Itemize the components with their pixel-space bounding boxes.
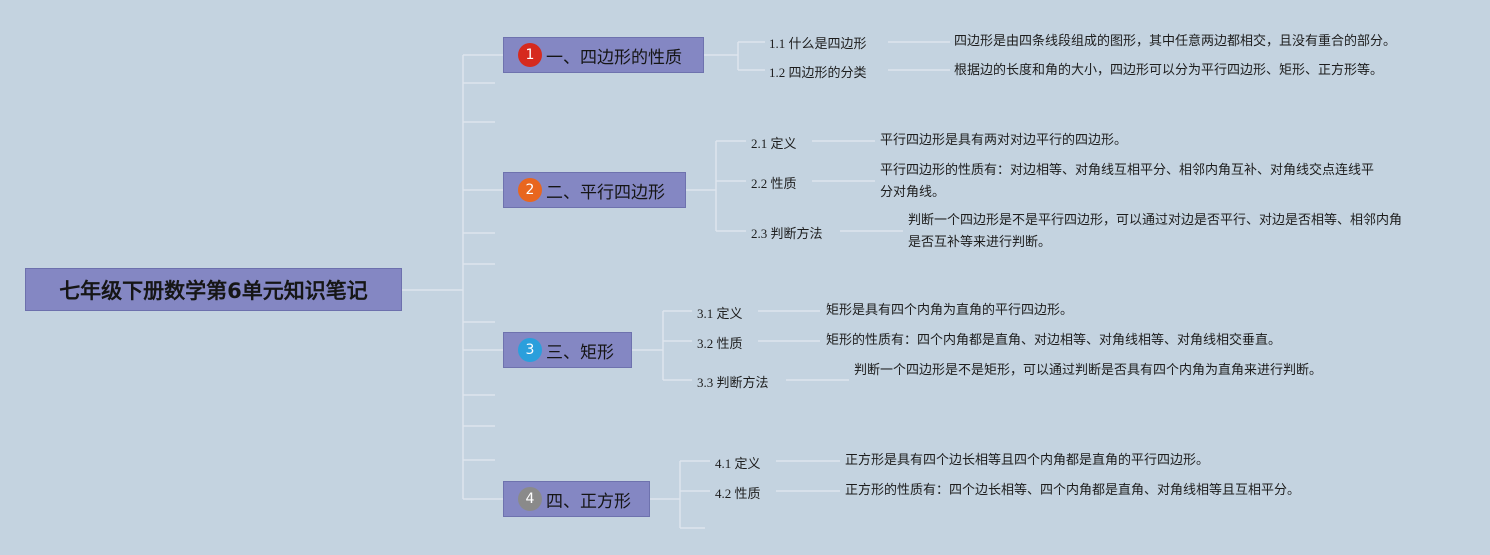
number-badge-icon: 1 <box>518 43 542 67</box>
desc-2-2: 平行四边形的性质有：对边相等、对角线互相平分、相邻内角互补、对角线交点连线平分对… <box>880 163 1375 200</box>
subtopic-1-2[interactable]: 1.2 四边形的分类 <box>769 65 867 80</box>
root-node[interactable]: 七年级下册数学第6单元知识笔记 <box>25 268 402 311</box>
topic-node-1[interactable]: 1 一、四边形的性质 <box>503 37 704 73</box>
topic-title: 一、四边形的性质 <box>546 47 682 68</box>
topic-title: 三、矩形 <box>546 342 614 363</box>
topic-3-branch <box>632 310 692 381</box>
number-badge-icon: 3 <box>518 338 542 362</box>
desc-3-2: 矩形的性质有：四个内角都是直角、对边相等、对角线相等、对角线相交垂直。 <box>826 333 1282 348</box>
desc-4-2: 正方形的性质有：四个边长相等、四个内角都是直角、对角线相等且互相平分。 <box>845 483 1301 498</box>
topic-2-branch <box>686 140 746 232</box>
trunk-stub <box>463 82 495 461</box>
number-badge-icon: 4 <box>518 487 542 511</box>
desc-3-1: 矩形是具有四个内角为直角的平行四边形。 <box>826 303 1074 318</box>
topic-title: 四、正方形 <box>546 491 631 512</box>
topic-node-3[interactable]: 3 三、矩形 <box>503 332 632 368</box>
desc-2-1: 平行四边形是具有两对对边平行的四边形。 <box>880 133 1128 148</box>
subtopic-4-1[interactable]: 4.1 定义 <box>715 456 761 471</box>
desc-3-3: 判断一个四边形是不是矩形，可以通过判断是否具有四个内角为直角来进行判断。 <box>854 363 1323 378</box>
subtopic-2-1[interactable]: 2.1 定义 <box>751 136 797 151</box>
topic-title: 二、平行四边形 <box>546 182 665 203</box>
subtopic-2-2[interactable]: 2.2 性质 <box>751 176 797 191</box>
root-title: 七年级下册数学第6单元知识笔记 <box>59 278 368 303</box>
number-badge-icon: 2 <box>518 178 542 202</box>
topic-1-branch <box>704 41 765 71</box>
desc-1-2: 根据边的长度和角的大小，四边形可以分为平行四边形、矩形、正方形等。 <box>954 63 1384 78</box>
subtopic-1-1[interactable]: 1.1 什么是四边形 <box>769 36 867 51</box>
topic-node-4[interactable]: 4 四、正方形 <box>503 481 650 517</box>
desc-1-1: 四边形是由四条线段组成的图形，其中任意两边都相交，且没有重合的部分。 <box>954 34 1397 49</box>
subtopic-2-3[interactable]: 2.3 判断方法 <box>751 226 823 241</box>
topic-4-branch <box>650 460 710 529</box>
subtopic-4-2[interactable]: 4.2 性质 <box>715 486 761 501</box>
subtopic-3-1[interactable]: 3.1 定义 <box>697 306 743 321</box>
subtopic-3-2[interactable]: 3.2 性质 <box>697 336 743 351</box>
desc-2-3: 判断一个四边形是不是平行四边形，可以通过对边是否平行、对边是否相等、相邻内角是否… <box>908 213 1403 250</box>
desc-4-1: 正方形是具有四个边长相等且四个内角都是直角的平行四边形。 <box>845 453 1210 468</box>
subtopic-3-3[interactable]: 3.3 判断方法 <box>697 375 769 390</box>
topic-node-2[interactable]: 2 二、平行四边形 <box>503 172 686 208</box>
